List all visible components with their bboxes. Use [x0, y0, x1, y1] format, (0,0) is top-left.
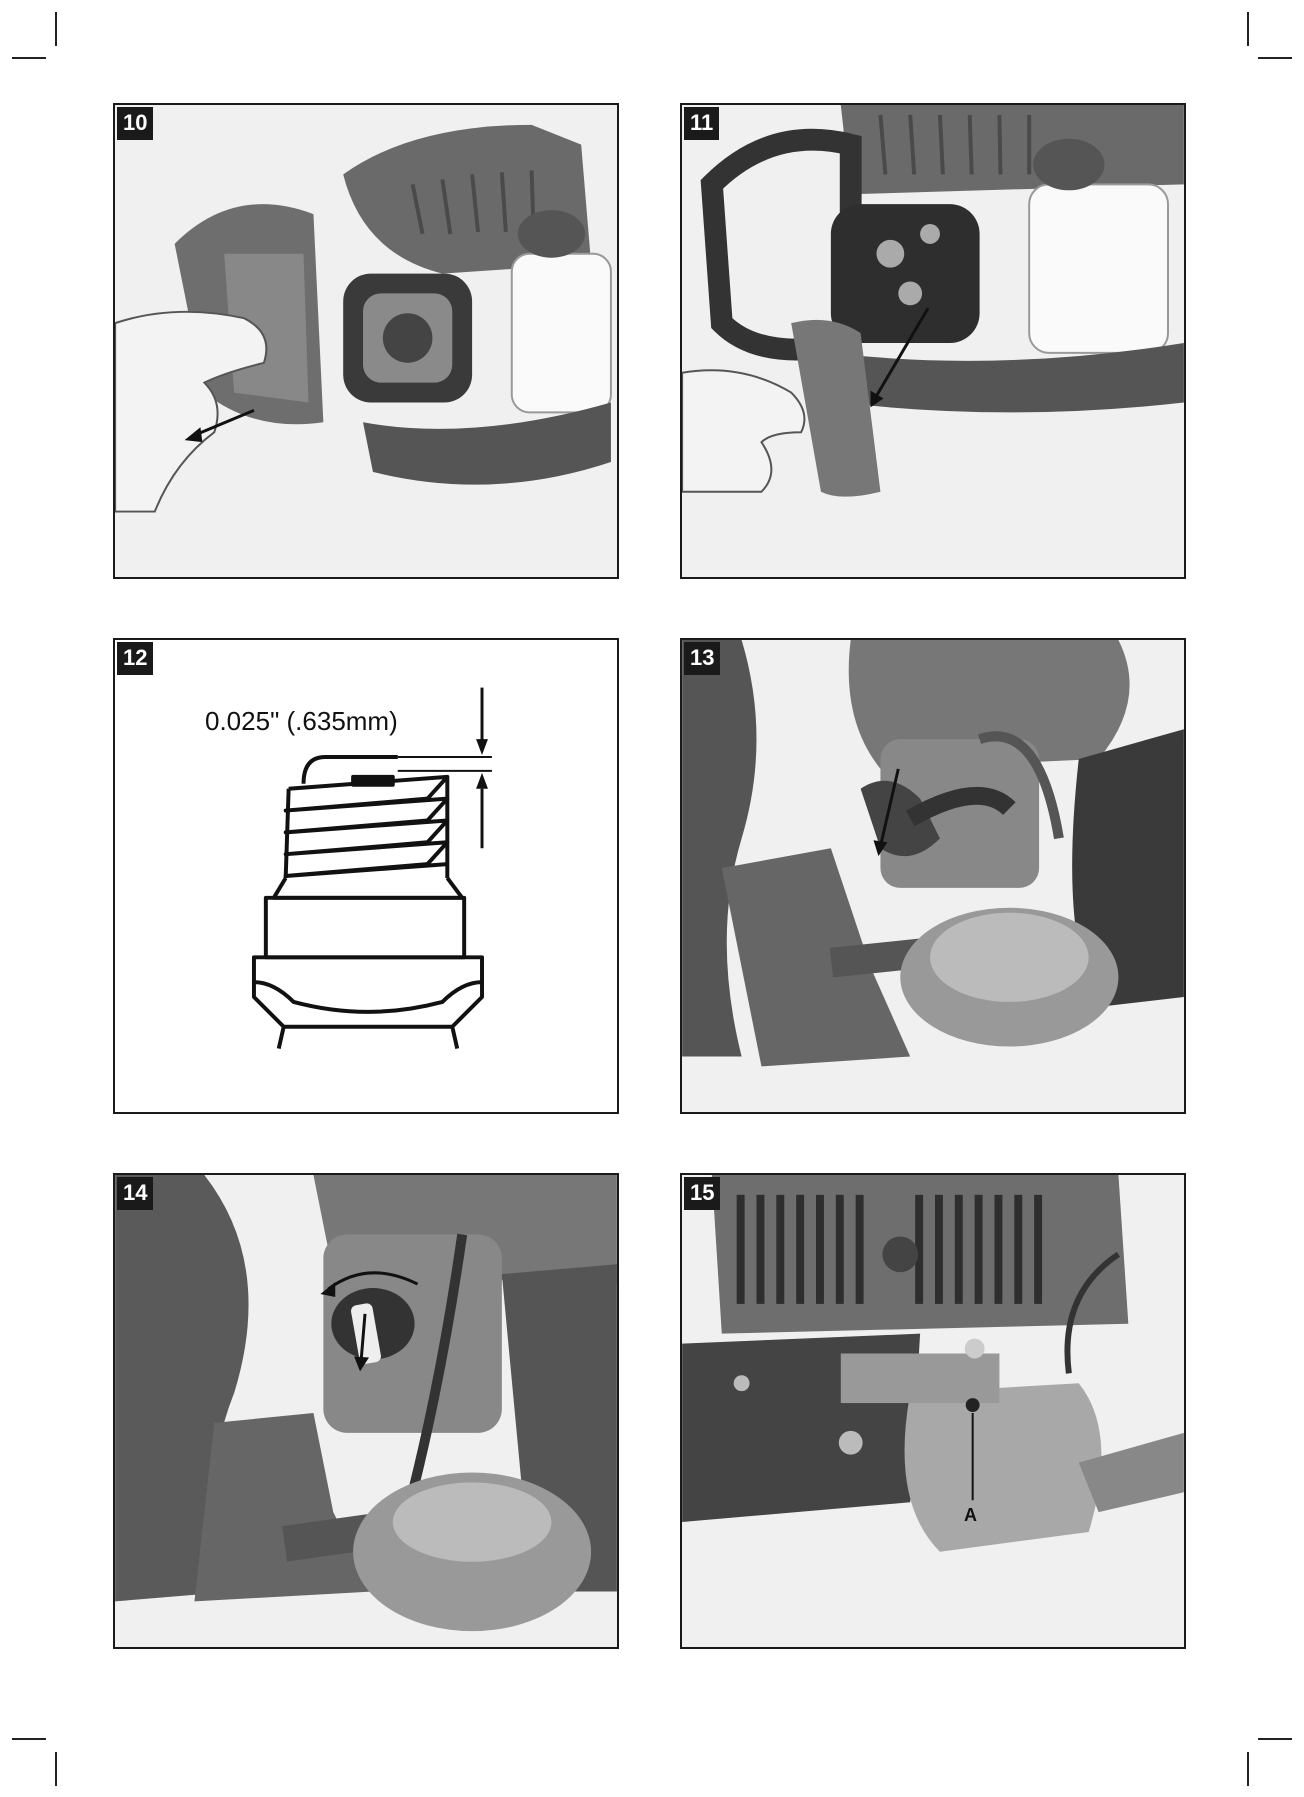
- figure-number: 11: [684, 107, 719, 140]
- figure-11: 11: [680, 103, 1186, 579]
- figure-15: 15 A: [680, 1173, 1186, 1649]
- figure-10: 10: [113, 103, 619, 579]
- photo-remove-filter-sponge: [682, 105, 1184, 577]
- figure-number: 14: [117, 1177, 153, 1210]
- crop-mark: [12, 57, 46, 59]
- crop-mark: [55, 12, 57, 46]
- figure-number: 13: [684, 642, 720, 675]
- figure-number: 15: [684, 1177, 720, 1210]
- photo-gearbox-grease-fitting: [682, 1175, 1184, 1647]
- figure-12: 12 0.025" (.635mm): [113, 638, 619, 1114]
- callout-label-a: A: [964, 1505, 977, 1526]
- figure-13: 13: [680, 638, 1186, 1114]
- crop-mark: [1247, 1752, 1249, 1786]
- spark-gap-label: 0.025" (.635mm): [205, 706, 398, 737]
- figure-number: 12: [117, 642, 153, 675]
- figure-14: 14: [113, 1173, 619, 1649]
- crop-mark: [1258, 57, 1292, 59]
- crop-mark: [1258, 1738, 1292, 1740]
- crop-mark: [55, 1752, 57, 1786]
- figure-number: 10: [117, 107, 153, 140]
- photo-remove-spark-plug: [115, 1175, 617, 1647]
- crop-mark: [12, 1738, 46, 1740]
- photo-remove-air-filter-cover: [115, 105, 617, 577]
- photo-disconnect-spark-plug-boot: [682, 640, 1184, 1112]
- crop-mark: [1247, 12, 1249, 46]
